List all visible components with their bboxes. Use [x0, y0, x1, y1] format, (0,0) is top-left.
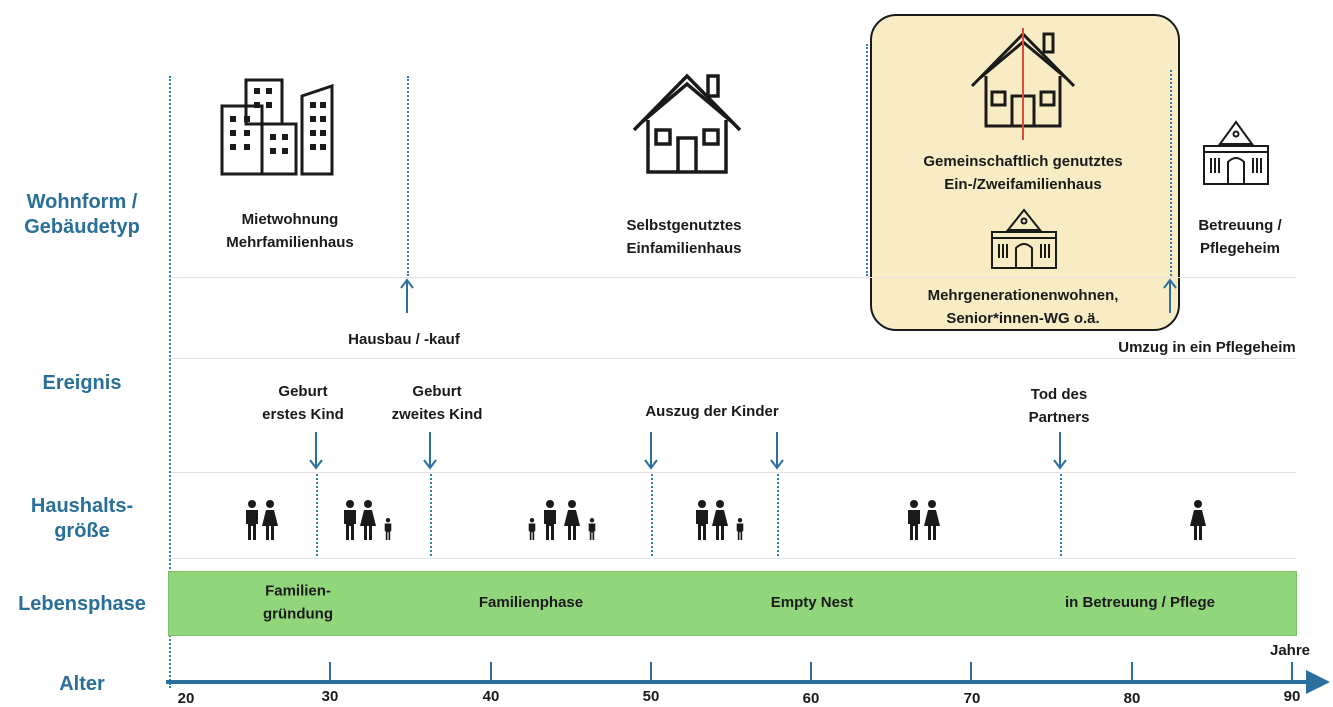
age-start-line: [169, 76, 171, 688]
arrow-down-icon: [423, 432, 437, 470]
event-hausbau: Hausbau / -kauf: [348, 331, 460, 348]
arrow-down-icon: [1053, 432, 1067, 470]
separator-line: [168, 558, 1296, 559]
phase-empty-nest: Empty Nest: [770, 593, 854, 611]
family-icon: [908, 500, 940, 540]
axis-tick-50: 50: [642, 688, 660, 705]
housing-label-mehrgen: Mehrgenerationenwohnen, Senior*innen-WG …: [927, 287, 1119, 328]
institution-building-icon: [991, 208, 1057, 269]
arrow-up-icon: [1163, 278, 1177, 313]
family-icon: [696, 500, 744, 540]
row-label-alter: Alter: [59, 673, 105, 695]
family-icon: [528, 500, 596, 540]
event-geburt1: Geburt erstes Kind: [262, 383, 344, 424]
household-divider-line: [651, 474, 653, 556]
row-label-ereignis: Ereignis: [42, 372, 122, 394]
axis-tick-60: 60: [802, 690, 820, 707]
row-label-wohnform: Wohnform / Gebäudetyp: [24, 191, 140, 238]
household-divider-line: [1060, 474, 1062, 556]
nursing-home-icon: [1203, 120, 1269, 185]
house-icon: [632, 73, 742, 174]
axis-tick-30: 30: [321, 688, 339, 705]
arrow-down-icon: [770, 432, 784, 470]
housing-divider-line: [1170, 70, 1172, 276]
shared-house-icon: [970, 28, 1076, 140]
axis-tick-40: 40: [482, 688, 500, 705]
separator-line: [168, 472, 1296, 473]
apartment-buildings-icon: [220, 78, 334, 176]
household-divider-line: [316, 474, 318, 556]
housing-divider-line: [407, 76, 409, 276]
event-umzug: Umzug in ein Pflegeheim: [1118, 339, 1296, 356]
arrow-down-icon: [309, 432, 323, 470]
separator-line: [168, 277, 1296, 278]
phase-familienphase: Familienphase: [478, 593, 584, 611]
household-divider-line: [777, 474, 779, 556]
housing-divider-line: [866, 44, 868, 276]
household-divider-line: [430, 474, 432, 556]
housing-label-selbst: Selbstgenutztes Einfamilienhaus: [626, 217, 742, 258]
axis-tick-70: 70: [963, 690, 981, 707]
axis-unit-label: Jahre: [1269, 642, 1311, 659]
housing-label-gemein: Gemeinschaftlich genutztes Ein-/Zweifami…: [923, 153, 1123, 194]
axis-tick-20: 20: [177, 690, 195, 707]
row-label-lebensphase: Lebensphase: [18, 593, 146, 615]
arrow-up-icon: [400, 278, 414, 313]
event-auszug: Auszug der Kinder: [645, 403, 779, 420]
axis-tick-80: 80: [1123, 690, 1141, 707]
row-label-haushalt: Haushalts- größe: [30, 495, 134, 542]
phase-betreuung: in Betreuung / Pflege: [1064, 593, 1216, 611]
age-axis: [166, 662, 1330, 694]
life-phase-bar: [168, 571, 1297, 636]
event-tod: Tod des Partners: [1028, 386, 1090, 427]
shared-living-highlight: [870, 14, 1180, 331]
family-icon: [246, 500, 278, 540]
housing-label-pflege: Betreuung / Pflegeheim: [1198, 217, 1282, 258]
housing-label-miet: Mietwohnung Mehrfamilienhaus: [226, 211, 354, 252]
arrow-down-icon: [644, 432, 658, 470]
family-icon: [1190, 500, 1206, 540]
phase-familiengruendung: Familien- gründung: [263, 582, 333, 623]
event-geburt2: Geburt zweites Kind: [391, 383, 483, 424]
family-icon: [344, 500, 392, 540]
axis-tick-90: 90: [1283, 688, 1301, 705]
separator-line: [168, 358, 1296, 359]
